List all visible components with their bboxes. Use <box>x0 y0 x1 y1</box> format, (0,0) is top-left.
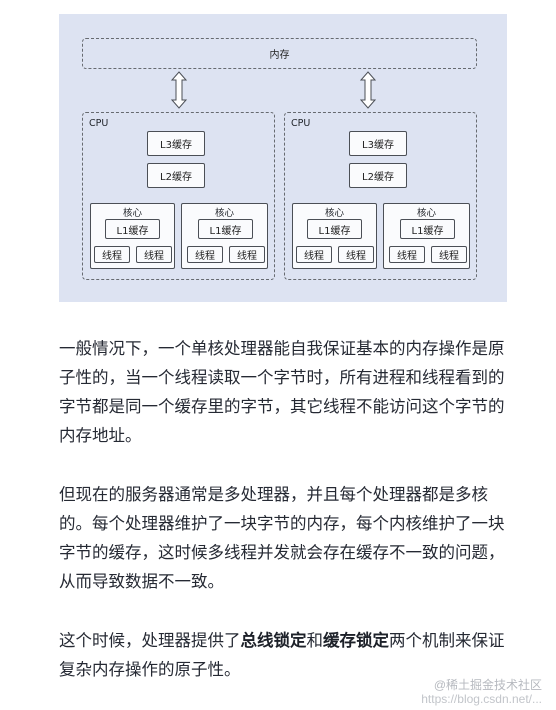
paragraph-2: 但现在的服务器通常是多处理器，并且每个处理器都是多核的。每个处理器维护了一块字节… <box>59 485 505 591</box>
cpu-box-2: CPU L3缓存 L2缓存 核心 L1缓存 线程 线程 核心 L1缓存 <box>284 112 477 280</box>
core-box: 核心 L1缓存 线程 线程 <box>292 203 377 269</box>
l1-cache-box: L1缓存 <box>400 219 455 239</box>
thread-label: 线程 <box>195 251 215 262</box>
paragraph-3-text: 和 <box>306 631 324 650</box>
l3-cache-label: L3缓存 <box>362 140 394 151</box>
core-box: 核心 L1缓存 线程 线程 <box>383 203 470 269</box>
l1-cache-label: L1缓存 <box>209 225 242 237</box>
bus-lock-term: 总线锁定 <box>240 631 307 650</box>
core-label: 核心 <box>214 208 234 219</box>
double-arrow-icon-left <box>171 71 187 109</box>
l3-cache-label: L3缓存 <box>160 140 192 151</box>
l2-cache-box: L2缓存 <box>147 163 205 188</box>
thread-box: 线程 <box>187 246 223 263</box>
thread-label: 线程 <box>144 251 164 262</box>
paragraph-3-text: 两个机制来保证复杂内存操作的原子性。 <box>59 631 505 679</box>
memory-box: 内存 <box>82 38 477 69</box>
thread-label: 线程 <box>439 251 459 262</box>
thread-label: 线程 <box>304 251 324 262</box>
l3-cache-box: L3缓存 <box>147 131 205 156</box>
thread-box: 线程 <box>389 246 425 263</box>
thread-label: 线程 <box>346 251 366 262</box>
l1-cache-box: L1缓存 <box>105 219 160 239</box>
thread-box: 线程 <box>296 246 332 263</box>
thread-box: 线程 <box>338 246 374 263</box>
cpu-label: CPU <box>291 118 311 129</box>
core-label: 核心 <box>122 208 142 219</box>
thread-box: 线程 <box>229 246 265 263</box>
memory-label: 内存 <box>269 50 290 61</box>
l2-cache-label: L2缓存 <box>160 172 192 183</box>
core-label: 核心 <box>324 208 344 219</box>
thread-label: 线程 <box>102 251 122 262</box>
cache-lock-term: 缓存锁定 <box>323 631 389 650</box>
l1-cache-box: L1缓存 <box>307 219 362 239</box>
cpu-box-1: CPU L3缓存 L2缓存 核心 L1缓存 线程 线程 核心 L1缓存 <box>82 112 275 280</box>
l1-cache-box: L1缓存 <box>198 219 253 239</box>
thread-box: 线程 <box>94 246 130 263</box>
l1-cache-label: L1缓存 <box>411 225 444 237</box>
core-box: 核心 L1缓存 线程 线程 <box>181 203 268 269</box>
thread-box: 线程 <box>431 246 467 263</box>
memory-architecture-diagram: 内存 CPU L3缓存 L2缓存 核心 L1缓存 线程 线程 <box>59 14 507 302</box>
paragraph-3-text: 这个时候，处理器提供了 <box>59 631 241 650</box>
cpu-label: CPU <box>89 118 109 129</box>
watermark: @稀土掘金技术社区 <box>433 678 542 692</box>
l1-cache-label: L1缓存 <box>116 225 149 237</box>
l1-cache-label: L1缓存 <box>318 225 351 237</box>
thread-box: 线程 <box>136 246 172 263</box>
l2-cache-label: L2缓存 <box>362 172 394 183</box>
core-label: 核心 <box>416 208 436 219</box>
double-arrow-icon-right <box>360 71 376 109</box>
watermark-url: https://blog.csdn.net/... <box>421 692 542 706</box>
paragraph-1: 一般情况下，一个单核处理器能自我保证基本的内存操作是原子性的，当一个线程读取一个… <box>59 339 505 445</box>
thread-label: 线程 <box>237 251 257 262</box>
l3-cache-box: L3缓存 <box>349 131 407 156</box>
l2-cache-box: L2缓存 <box>349 163 407 188</box>
thread-label: 线程 <box>397 251 417 262</box>
paragraph-3: 这个时候，处理器提供了总线锁定和缓存锁定两个机制来保证复杂内存操作的原子性。 <box>59 626 509 684</box>
core-box: 核心 L1缓存 线程 线程 <box>90 203 175 269</box>
